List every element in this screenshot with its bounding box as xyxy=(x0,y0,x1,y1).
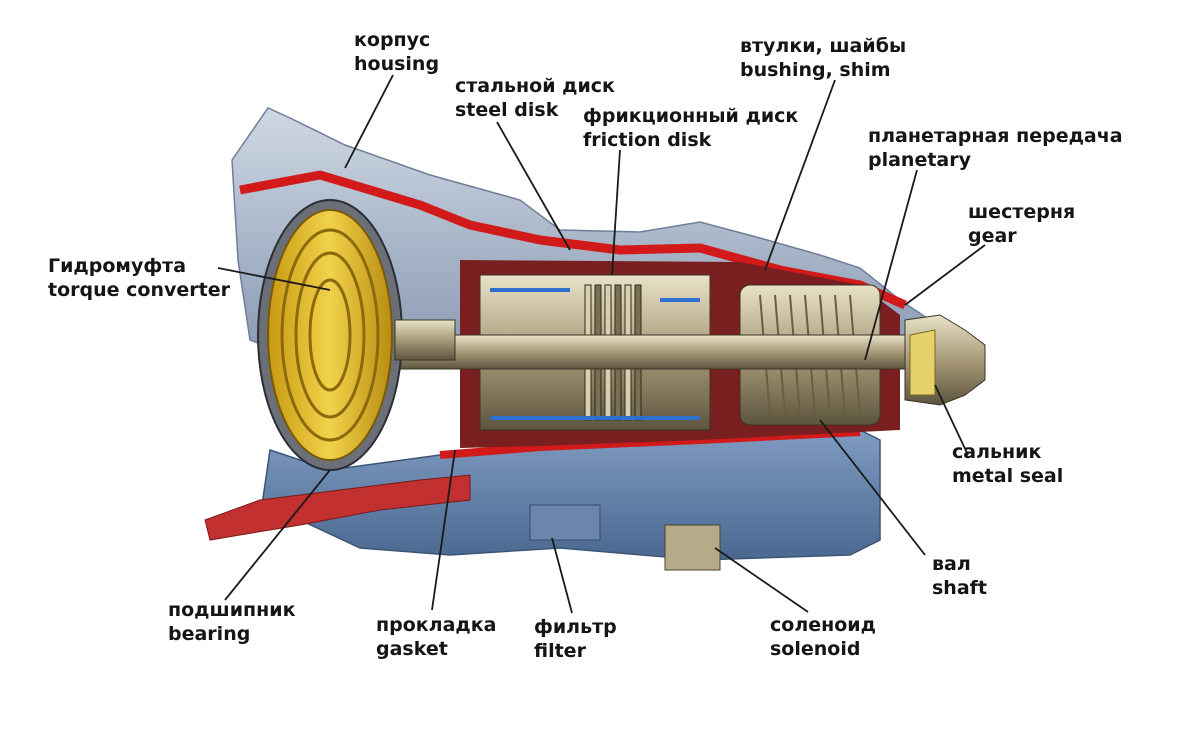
leader-seal xyxy=(934,384,969,456)
leader-friction xyxy=(611,149,621,276)
label-filter: фильтр filter xyxy=(534,615,617,663)
label-solenoid-ru: соленоид xyxy=(770,614,876,636)
label-metal-seal: сальник metal seal xyxy=(952,440,1063,488)
label-solenoid: соленоид solenoid xyxy=(770,613,876,661)
label-housing-ru: корпус xyxy=(354,29,431,51)
label-bearing: подшипник bearing xyxy=(168,598,295,646)
leader-filter xyxy=(551,537,573,614)
label-planetary-ru: планетарная передача xyxy=(868,125,1123,147)
label-shaft: вал shaft xyxy=(932,552,987,600)
label-bushing-en: bushing, shim xyxy=(740,59,891,81)
label-bearing-en: bearing xyxy=(168,623,251,645)
label-filter-ru: фильтр xyxy=(534,616,617,638)
torque-converter xyxy=(267,209,393,461)
leader-gasket xyxy=(431,449,456,611)
leader-housing xyxy=(344,74,394,169)
label-bushing-ru: втулки, шайбы xyxy=(740,35,907,57)
label-housing: корпус housing xyxy=(354,28,439,76)
label-friction-en: friction disk xyxy=(583,129,712,151)
label-planetary-en: planetary xyxy=(868,149,972,171)
label-torque-converter: Гидромуфта torque converter xyxy=(48,254,230,302)
label-friction-disk: фрикционный диск friction disk xyxy=(583,104,798,152)
label-shaft-en: shaft xyxy=(932,577,988,599)
leader-steel xyxy=(496,121,571,251)
label-friction-ru: фрикционный диск xyxy=(583,105,799,127)
label-bearing-ru: подшипник xyxy=(168,599,296,621)
leader-lines xyxy=(217,74,986,614)
label-gear-ru: шестерня xyxy=(968,201,1076,223)
label-gear: шестерня gear xyxy=(968,200,1075,248)
seal-ring xyxy=(909,329,936,396)
leader-bearing xyxy=(224,469,331,601)
label-converter-en: torque converter xyxy=(48,279,230,301)
solenoid-body xyxy=(664,524,721,571)
leader-solenoid xyxy=(714,547,809,613)
leader-bushing xyxy=(764,79,836,271)
label-converter-ru: Гидромуфта xyxy=(48,255,187,277)
label-gasket-ru: прокладка xyxy=(376,614,497,636)
label-seal-en: metal seal xyxy=(952,465,1064,487)
leader-shaft xyxy=(819,419,926,556)
label-seal-ru: сальник xyxy=(952,441,1042,463)
label-gasket: прокладка gasket xyxy=(376,613,496,661)
label-solenoid-en: solenoid xyxy=(770,638,861,660)
main-shaft xyxy=(379,334,941,370)
filter-body xyxy=(529,504,601,541)
leader-gear xyxy=(904,244,986,306)
label-gasket-en: gasket xyxy=(376,638,448,660)
label-shaft-ru: вал xyxy=(932,553,971,575)
converter-hub xyxy=(394,319,456,361)
leader-planetary xyxy=(864,169,918,361)
label-steel-ru: стальной диск xyxy=(455,75,615,97)
label-gear-en: gear xyxy=(968,225,1017,247)
label-bushing: втулки, шайбы bushing, shim xyxy=(740,34,906,82)
label-planetary: планетарная передача planetary xyxy=(868,124,1123,172)
blue-hydraulic-lines xyxy=(490,288,700,420)
label-filter-en: filter xyxy=(534,640,586,662)
leader-converter xyxy=(217,267,331,291)
label-steel-en: steel disk xyxy=(455,99,559,121)
pan-flange xyxy=(204,474,471,541)
label-steel-disk: стальной диск steel disk xyxy=(455,74,615,122)
converter-vanes xyxy=(280,228,380,442)
label-housing-en: housing xyxy=(354,53,440,75)
